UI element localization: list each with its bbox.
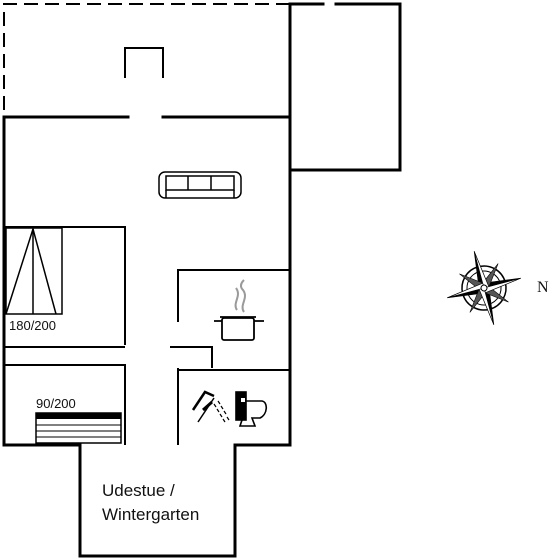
conservatory-label-line2: Wintergarten	[102, 505, 200, 524]
toilet-icon	[235, 391, 268, 427]
double-bed	[5, 226, 63, 315]
steam-icon	[234, 279, 246, 313]
walls	[2, 2, 402, 558]
cooking-pot-icon	[214, 316, 264, 341]
sofa-icon	[158, 171, 242, 199]
interior-walls	[4, 226, 290, 445]
shower-icon	[191, 390, 230, 423]
terrace-outline	[3, 3, 290, 110]
fireplace	[124, 47, 164, 78]
single-bed-label: 90/200	[36, 396, 76, 411]
single-bed	[35, 412, 122, 444]
conservatory-label-line1: Udestue /	[102, 481, 175, 500]
compass-rose-icon	[447, 251, 521, 325]
double-bed-label: 180/200	[9, 318, 56, 333]
conservatory-label: Udestue / Wintergarten	[102, 479, 199, 527]
north-label: N	[537, 279, 549, 296]
